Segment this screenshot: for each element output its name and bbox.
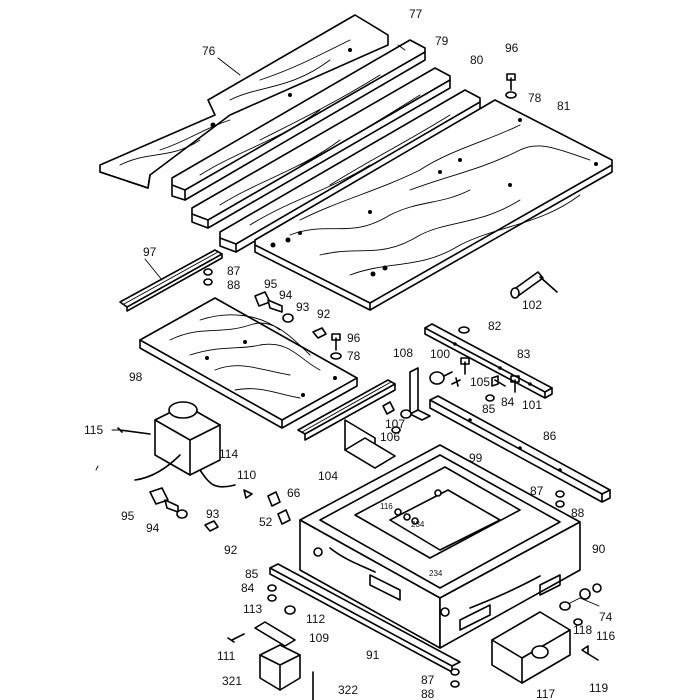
part-86-rail (429, 395, 611, 503)
label-97: 97 (143, 245, 157, 259)
label-87b: 87 (530, 484, 544, 498)
label-92b: 92 (224, 543, 238, 557)
part-87-88-bottom-nuts (450, 668, 460, 688)
label-74: 74 (599, 610, 613, 624)
label-86: 86 (543, 429, 557, 443)
label-119: 119 (589, 681, 608, 695)
label-84b: 84 (241, 581, 255, 595)
label-85: 85 (482, 402, 496, 416)
part-104-angle-bracket (344, 419, 396, 469)
label-112: 112 (306, 612, 325, 626)
part-82-nut (458, 326, 470, 334)
label-76: 76 (202, 44, 216, 58)
part-102-wrench (510, 271, 558, 299)
label-111: 111 (217, 649, 236, 663)
label-322: 322 (338, 683, 358, 697)
label-102: 102 (522, 298, 542, 312)
part-97-lower-rail (297, 379, 396, 441)
label-115: 115 (84, 423, 103, 437)
label-104: 104 (318, 469, 338, 483)
label-83: 83 (517, 347, 531, 361)
label-80: 80 (470, 53, 484, 67)
part-87-88-nuts (203, 268, 213, 286)
label-100: 100 (430, 347, 450, 361)
part-118-74-116-119 (559, 583, 602, 661)
label-117: 117 (536, 687, 555, 700)
label-87: 87 (227, 264, 241, 278)
part-108-bracket (409, 367, 461, 421)
label-234-small: 234 (411, 520, 425, 529)
part-96-78-top-screw (505, 73, 517, 99)
label-116: 116 (596, 629, 615, 643)
label-321: 321 (222, 674, 242, 688)
label-116-small: 116 (380, 502, 393, 511)
label-118: 118 (573, 623, 592, 637)
label-96b: 96 (347, 331, 361, 345)
label-88: 88 (227, 278, 241, 292)
label-234-small-b: 234 (429, 569, 443, 578)
label-94: 94 (279, 288, 293, 302)
part-76-board (99, 14, 389, 189)
label-96: 96 (505, 41, 519, 55)
label-109: 109 (309, 631, 329, 645)
part-95-94-93-92-knob-lower (149, 487, 219, 532)
part-91-long-bar (269, 563, 461, 673)
label-94b: 94 (146, 521, 160, 535)
label-82: 82 (488, 319, 502, 333)
part-321-block (259, 644, 301, 691)
part-105-85-84-101-screws (485, 375, 520, 402)
label-93b: 93 (206, 507, 220, 521)
label-85b: 85 (245, 567, 259, 581)
label-105: 105 (470, 375, 490, 389)
label-78: 78 (528, 91, 542, 105)
label-87c: 87 (421, 673, 435, 687)
label-93: 93 (296, 300, 310, 314)
label-79: 79 (435, 34, 449, 48)
label-84: 84 (501, 395, 515, 409)
part-98-table-board (139, 297, 358, 429)
part-107-106-fasteners (382, 401, 412, 434)
label-88c: 88 (421, 687, 435, 700)
label-98: 98 (129, 370, 143, 384)
part-81-board (254, 99, 613, 311)
label-52: 52 (259, 515, 273, 529)
label-95: 95 (264, 277, 278, 291)
label-66: 66 (287, 486, 301, 500)
label-92: 92 (317, 307, 331, 321)
part-90-base-frame (299, 444, 581, 649)
label-95b: 95 (121, 509, 135, 523)
label-107: 107 (385, 417, 405, 431)
part-number-labels: 77 76 79 80 96 78 81 97 87 88 95 94 93 9… (84, 7, 615, 700)
label-114: 114 (219, 447, 238, 461)
part-79-board (171, 39, 426, 201)
leader-lines (95, 44, 600, 607)
part-100-screw (460, 357, 470, 375)
label-113: 113 (243, 602, 262, 616)
part-85-84-113-112-109-111 (227, 584, 296, 647)
label-88b: 88 (571, 506, 585, 520)
label-90: 90 (592, 542, 606, 556)
part-87-88-right-nuts (555, 490, 565, 508)
label-110: 110 (237, 468, 256, 482)
label-108: 108 (393, 346, 413, 360)
label-106: 106 (380, 430, 400, 444)
label-81: 81 (557, 99, 571, 113)
part-83-bar (424, 323, 553, 399)
label-99: 99 (469, 451, 483, 465)
part-114-motor (117, 401, 236, 488)
part-110-66-52-parts (243, 489, 291, 525)
label-78b: 78 (347, 349, 361, 363)
part-96-78-mid-screw (330, 333, 342, 360)
part-97-rail (119, 249, 223, 312)
part-117-switch-box (491, 611, 571, 684)
part-95-94-93-knob-top (254, 291, 327, 339)
label-77: 77 (409, 7, 423, 21)
label-91: 91 (366, 648, 380, 662)
label-101: 101 (522, 398, 542, 412)
